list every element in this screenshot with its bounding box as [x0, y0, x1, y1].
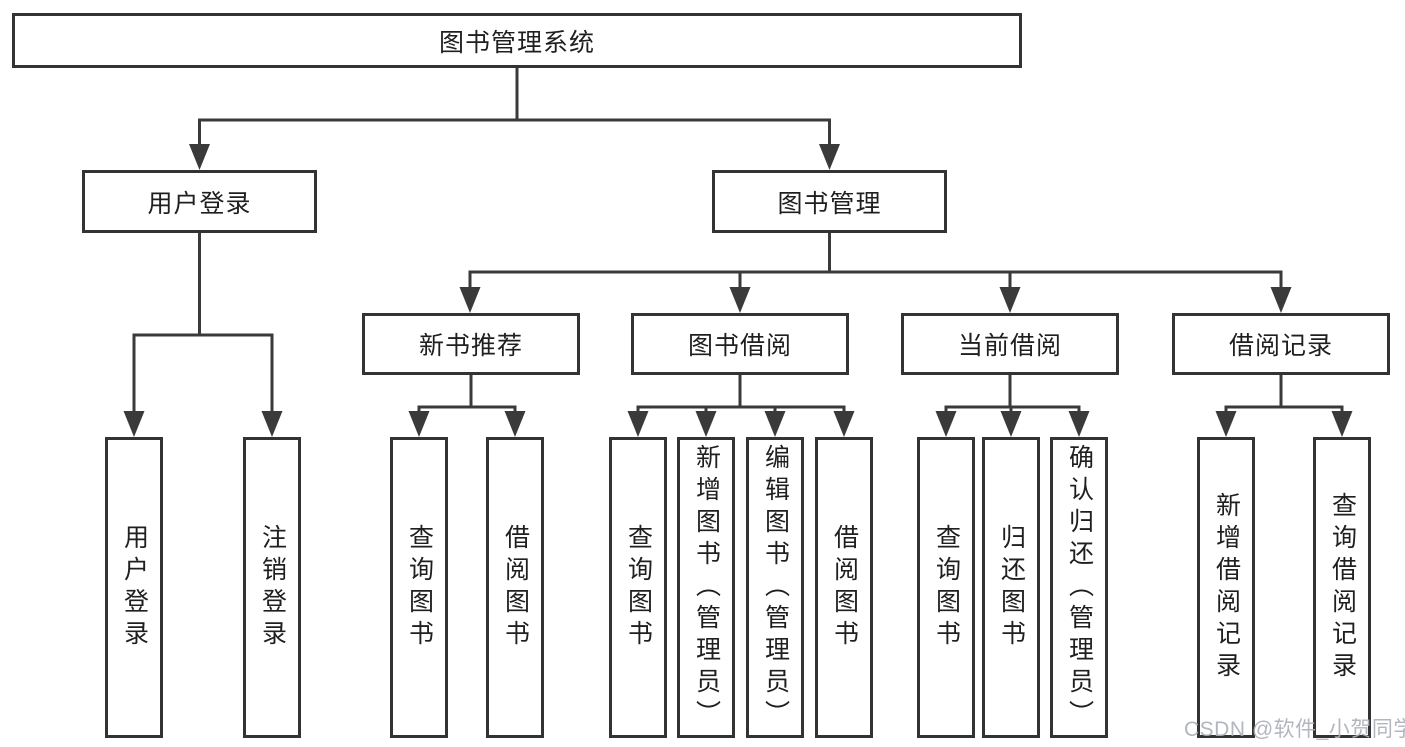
node-book-management-label: 图书管理	[777, 189, 882, 218]
node-user-login: 用户登录	[82, 170, 317, 233]
leaf-edit-books-admin: 编辑图书（管理员）	[746, 437, 804, 738]
leaf-add-borrow-record: 新增借阅记录	[1197, 437, 1255, 738]
leaf-query-borrow-record-label: 查询借阅记录	[1328, 491, 1357, 684]
arrowheads	[123, 144, 1353, 437]
node-new-book-recommend: 新书推荐	[362, 313, 580, 375]
node-borrowing-records: 借阅记录	[1172, 313, 1390, 375]
leaf-return-books-label: 归还图书	[997, 523, 1026, 652]
leaf-borrow-books-newbook-label: 借阅图书	[501, 523, 530, 652]
node-new-book-recommend-label: 新书推荐	[418, 332, 523, 360]
leaf-query-borrow-record: 查询借阅记录	[1313, 437, 1371, 738]
leaf-query-books-current: 查询图书	[917, 437, 975, 738]
leaf-add-borrow-record-label: 新增借阅记录	[1212, 491, 1241, 684]
leaf-borrow-books-borrowing-label: 借阅图书	[830, 523, 859, 652]
leaf-query-books-borrowing-label: 查询图书	[624, 523, 653, 652]
leaf-add-books-admin: 新增图书（管理员）	[677, 437, 735, 738]
node-current-borrowing-label: 当前借阅	[957, 332, 1062, 360]
csdn-watermark: CSDN @软件_小贺同学	[1184, 718, 1405, 741]
leaf-return-books: 归还图书	[982, 437, 1040, 738]
leaf-query-books-current-label: 查询图书	[932, 523, 961, 652]
node-book-management: 图书管理	[712, 170, 947, 233]
leaf-query-books-borrowing: 查询图书	[609, 437, 667, 738]
leaf-query-books-newbook: 查询图书	[390, 437, 448, 738]
leaf-logout-label: 注销登录	[258, 523, 287, 652]
node-root-system: 图书管理系统	[12, 13, 1022, 68]
node-borrowing-records-label: 借阅记录	[1228, 332, 1333, 360]
node-user-login-label: 用户登录	[147, 189, 252, 218]
leaf-confirm-return-admin: 确认归还（管理员）	[1050, 437, 1108, 738]
leaf-confirm-return-admin-label: 确认归还（管理员）	[1065, 443, 1094, 732]
node-current-borrowing: 当前借阅	[901, 313, 1119, 375]
leaf-user-login: 用户登录	[105, 437, 163, 738]
leaf-borrow-books-newbook: 借阅图书	[486, 437, 544, 738]
leaf-borrow-books-borrowing: 借阅图书	[815, 437, 873, 738]
leaf-add-books-admin-label: 新增图书（管理员）	[692, 443, 721, 732]
leaf-edit-books-admin-label: 编辑图书（管理员）	[761, 443, 790, 732]
leaf-query-books-newbook-label: 查询图书	[405, 523, 434, 652]
node-book-borrowing: 图书借阅	[631, 313, 849, 375]
node-root-label: 图书管理系统	[438, 28, 595, 57]
node-book-borrowing-label: 图书借阅	[687, 332, 792, 360]
leaf-logout: 注销登录	[243, 437, 301, 738]
leaf-user-login-label: 用户登录	[120, 523, 149, 652]
